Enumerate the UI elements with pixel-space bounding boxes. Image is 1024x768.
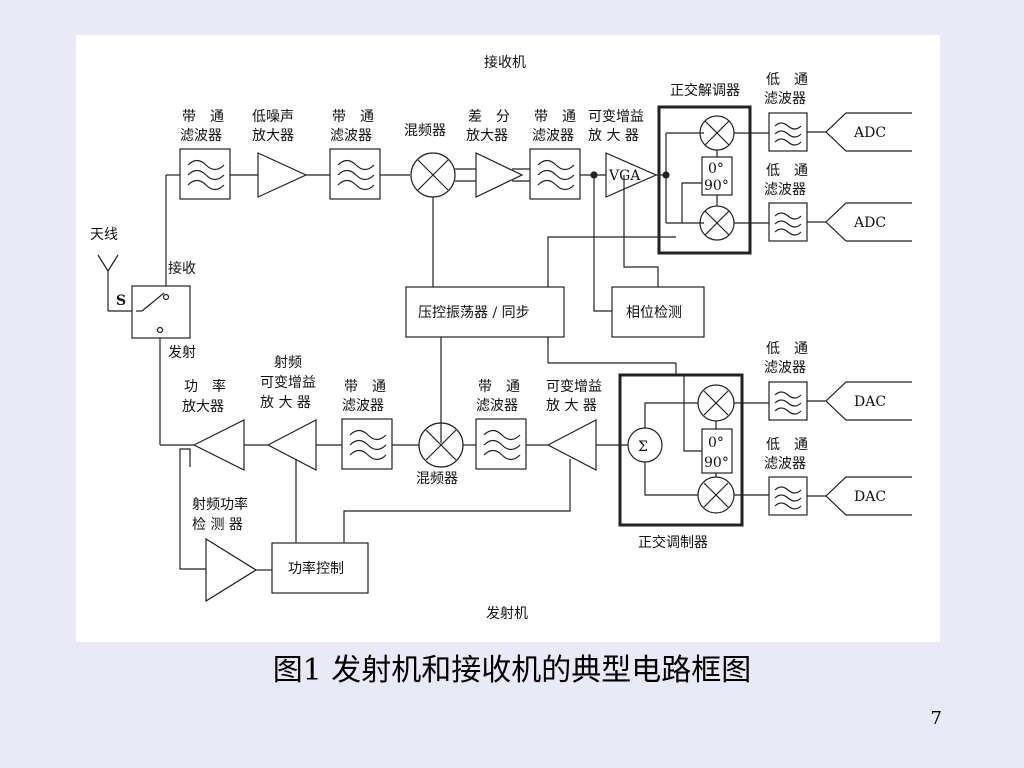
rx-diff-amp-triangle (475, 152, 524, 198)
rf-power-detector-triangle (205, 537, 258, 603)
rx-lpf-top-label: 低 通 (766, 72, 808, 88)
mod-phase-90: 90° (704, 455, 729, 471)
tx-bpf1-label: 带 通 (344, 379, 386, 395)
rx-bpf3-label: 带 通 (534, 109, 576, 125)
tx-rf-vga-label: 射频 (274, 355, 302, 371)
adc-bottom-label: ADC (853, 215, 886, 231)
tx-lpf-bottom-block (768, 476, 808, 516)
adc-top-label: ADC (853, 125, 886, 141)
adc-bottom-shape (825, 202, 912, 242)
adc-top-shape (825, 112, 912, 152)
tx-rf-vga-triangle (266, 419, 317, 471)
switch-label: S (116, 293, 126, 309)
rx-diff-amp-label-2: 放大器 (466, 128, 508, 144)
rx-lpf-bottom-block (768, 202, 808, 242)
tx-lpf-bottom-label-2: 滤波器 (764, 456, 806, 472)
summer-sigma: Σ (638, 439, 648, 455)
rx-lpf-top-label-2: 滤波器 (764, 91, 806, 107)
figure-panel: 天线 S 接收 发射 接收机 带 通 滤波器 低噪声 放大器 带 通 滤波器 混… (76, 35, 940, 642)
demod-phase-90: 90° (704, 178, 729, 194)
rx-vga-text: VGA (608, 168, 641, 184)
block-diagram: 天线 S 接收 发射 接收机 带 通 滤波器 低噪声 放大器 带 通 滤波器 混… (90, 54, 912, 622)
tx-lpf-bottom-label: 低 通 (766, 437, 808, 453)
rx-bpf2-block (329, 148, 381, 200)
rx-bpf1-label: 带 通 (182, 109, 224, 125)
rx-lpf-bottom-label: 低 通 (766, 163, 808, 179)
tx-pa-label: 功 率 (184, 378, 226, 395)
vco-block (405, 286, 565, 338)
tx-bpf2-block (475, 418, 527, 470)
power-control-label: 功率控制 (288, 560, 344, 577)
tx-pa-label-2: 放大器 (182, 399, 224, 415)
tx-bpf2-label: 带 通 (478, 379, 520, 395)
tx-vga-label-2: 放 大 器 (546, 398, 597, 414)
rx-vga-triangle (605, 152, 658, 198)
tx-rf-vga-label-3: 放 大 器 (260, 395, 311, 411)
rx-bpf1-label-2: 滤波器 (180, 128, 222, 144)
tx-bpf1-block (341, 418, 393, 470)
transmitter-title: 发射机 (486, 606, 528, 622)
vco-label: 压控振荡器 / 同步 (418, 305, 530, 321)
demod-phase-0: 0° (708, 161, 724, 177)
rx-vga-label-2: 放 大 器 (588, 128, 639, 144)
tx-bpf2-label-2: 滤波器 (476, 398, 518, 414)
tx-port-label: 发射 (168, 345, 196, 361)
rx-lna-label: 低噪声 (252, 109, 294, 125)
receiver-title: 接收机 (484, 54, 526, 71)
antenna-label: 天线 (90, 227, 118, 243)
rx-vga-label: 可变增益 (588, 109, 644, 125)
page-number: 7 (930, 708, 942, 729)
demod-mixer-bottom-icon (699, 205, 735, 241)
tx-lpf-top-block (768, 381, 808, 421)
mod-mixer-bottom-icon (697, 476, 735, 514)
rx-mixer-label: 混频器 (404, 123, 446, 139)
tx-lpf-top-label: 低 通 (766, 341, 808, 357)
iq-demodulator-box (657, 105, 752, 255)
iq-modulator-label: 正交调制器 (638, 534, 708, 551)
tx-pa-triangle (192, 419, 245, 471)
rx-lna-triangle (257, 152, 308, 198)
rx-bpf1-block (179, 148, 231, 200)
rf-power-detector-label: 射频功率 (192, 496, 248, 513)
tx-mixer-label: 混频器 (416, 471, 458, 487)
power-control-block (271, 542, 369, 594)
tx-lpf-top-label-2: 滤波器 (764, 360, 806, 376)
iq-demodulator-label: 正交解调器 (670, 82, 740, 99)
rx-bpf3-label-2: 滤波器 (532, 128, 574, 144)
rx-bpf2-label-2: 滤波器 (330, 128, 372, 144)
dac-bottom-shape (825, 476, 912, 516)
rx-bpf2-label: 带 通 (332, 109, 374, 125)
dac-top-shape (825, 381, 912, 421)
mod-mixer-top-icon (697, 384, 735, 422)
tx-rf-vga-label-2: 可变增益 (260, 375, 316, 391)
tx-bpf1-label-2: 滤波器 (342, 398, 384, 414)
phase-detect-label: 相位检测 (626, 305, 682, 321)
rx-lna-label-2: 放大器 (252, 128, 294, 144)
antenna-icon (97, 254, 132, 312)
mod-phase-0: 0° (708, 435, 724, 451)
rx-bpf3-block (529, 148, 581, 200)
rx-lpf-bottom-label-2: 滤波器 (764, 182, 806, 198)
rx-diff-amp-label: 差 分 (468, 109, 510, 125)
rf-power-detector-label-2: 检 测 器 (192, 517, 243, 533)
demod-mixer-top-icon (699, 115, 735, 151)
tr-switch (131, 174, 194, 446)
dac-bottom-label: DAC (854, 489, 886, 505)
dac-top-label: DAC (854, 394, 886, 410)
tx-vga-label: 可变增益 (546, 379, 602, 395)
tx-vga-triangle (546, 419, 597, 471)
rx-port-label: 接收 (168, 260, 196, 277)
rx-lpf-top-block (768, 112, 808, 152)
figure-caption: 图1 发射机和接收机的典型电路框图 (272, 653, 752, 688)
rx-mixer-icon (410, 152, 456, 198)
tx-mixer-icon (418, 422, 464, 468)
